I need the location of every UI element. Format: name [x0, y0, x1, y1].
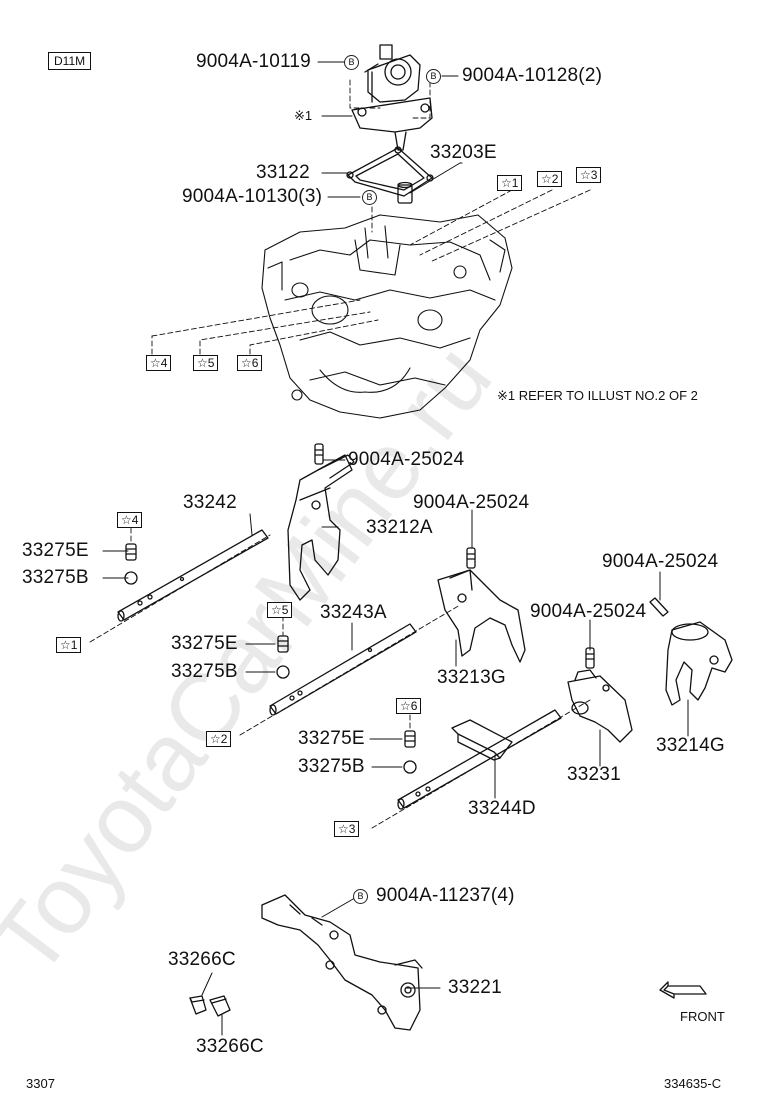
- footer-page-number: 3307: [26, 1076, 55, 1091]
- part-label-9004A-25024-c: 9004A-25024: [602, 551, 719, 572]
- part-label-33243A: 33243A: [320, 602, 387, 623]
- shift-actuator-assembly: [351, 44, 433, 151]
- pin-9004A-25024-d: [585, 647, 595, 669]
- star-marker-6-detent: ☆6: [396, 698, 422, 714]
- star-marker-2-shaft: ☆2: [206, 731, 232, 747]
- reference-note: ※1 REFER TO ILLUST NO.2 OF 2: [497, 388, 698, 403]
- part-label-33275E-1: 33275E: [22, 540, 89, 561]
- star-marker-5-detent: ☆5: [267, 602, 293, 618]
- transmission-case: [261, 214, 513, 419]
- front-arrow-icon: [659, 981, 707, 999]
- part-label-33275B-1: 33275B: [22, 567, 89, 588]
- star-marker-4: ☆4: [146, 355, 172, 371]
- part-label-9004A-25024-a: 9004A-25024: [348, 449, 465, 470]
- part-label-33242: 33242: [183, 492, 237, 513]
- pin-9004A-25024-c: [649, 597, 669, 617]
- ref-mark-label: ※1: [294, 108, 313, 123]
- part-label-33244D: 33244D: [468, 798, 536, 819]
- star-marker-2: ☆2: [537, 171, 563, 187]
- part-label-33266C-top: 33266C: [168, 949, 236, 970]
- part-label-9004A-10128: 9004A-10128(2): [462, 65, 603, 86]
- part-label-33275B-3: 33275B: [298, 756, 365, 777]
- shift-fork-33212A: [287, 454, 355, 601]
- pin-9004A-25024-a: [314, 443, 324, 465]
- b-symbol: B: [344, 55, 359, 70]
- part-label-33275E-2: 33275E: [171, 633, 238, 654]
- detent-set-1: [124, 543, 138, 585]
- shift-fork-33214G: [665, 621, 733, 706]
- star-marker-1: ☆1: [497, 175, 523, 191]
- leader-lines: [102, 61, 689, 1036]
- drawing-code: D11M: [48, 52, 92, 70]
- part-label-9004A-25024-b: 9004A-25024: [413, 492, 530, 513]
- part-label-33275E-3: 33275E: [298, 728, 365, 749]
- part-label-33213G: 33213G: [437, 667, 506, 688]
- shift-head-33231: [567, 669, 633, 743]
- footer-drawing-id: 334635-C: [664, 1076, 722, 1091]
- star-marker-3-shaft: ☆3: [334, 821, 360, 837]
- detent-set-2: [276, 635, 290, 679]
- shift-shaft-33244D: [397, 709, 562, 810]
- part-label-33275B-2: 33275B: [171, 661, 238, 682]
- b-symbol: B: [426, 69, 441, 84]
- part-label-33266C-bottom: 33266C: [196, 1036, 264, 1057]
- part-label-9004A-25024-d: 9004A-25024: [530, 601, 647, 622]
- sleeve-33203E: [397, 181, 413, 204]
- star-marker-1-shaft: ☆1: [56, 637, 82, 653]
- b-symbol: B: [353, 889, 368, 904]
- star-marker-3: ☆3: [576, 167, 602, 183]
- part-label-33203E: 33203E: [430, 142, 497, 163]
- part-label-33231: 33231: [567, 764, 621, 785]
- shift-fork-33213G: [437, 569, 526, 663]
- part-label-33214G: 33214G: [656, 735, 725, 756]
- part-label-33212A: 33212A: [366, 517, 433, 538]
- clip-33266C-pair: [189, 995, 231, 1017]
- pin-9004A-25024-b: [466, 547, 476, 569]
- detent-set-3: [403, 730, 417, 774]
- part-label-33221: 33221: [448, 977, 502, 998]
- part-label-9004A-11237: 9004A-11237(4): [376, 885, 515, 906]
- b-symbol: B: [362, 190, 377, 205]
- part-label-9004A-10130: 9004A-10130(3): [182, 186, 323, 207]
- star-marker-5: ☆5: [193, 355, 219, 371]
- part-label-33122: 33122: [256, 162, 310, 183]
- star-marker-4-detent: ☆4: [117, 512, 143, 528]
- shift-shaft-33242: [117, 529, 269, 622]
- dashed-reference-lines: [89, 79, 591, 829]
- gasket-33122: [346, 146, 434, 197]
- part-label-9004A-10119: 9004A-10119: [196, 51, 311, 72]
- bracket-33221: [261, 894, 423, 1031]
- front-label: FRONT: [680, 1009, 725, 1024]
- shift-shaft-33243A: [269, 623, 417, 716]
- star-marker-6: ☆6: [237, 355, 263, 371]
